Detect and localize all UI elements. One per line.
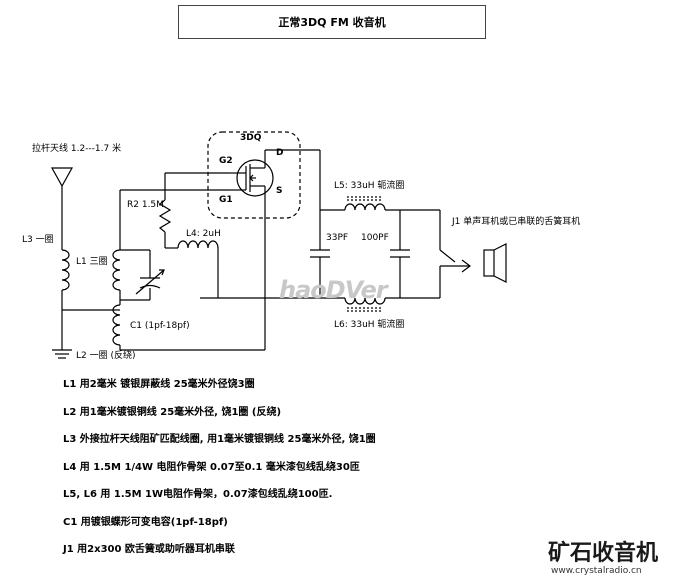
capacitor-100pf bbox=[390, 210, 410, 298]
j1-label: J1 单声耳机或已串联的舌簧耳机 bbox=[451, 215, 580, 227]
note-l5-l6: L5, L6 用 1.5M 1W电阻作骨架，0.07漆包线乱绕100匝. bbox=[63, 489, 333, 500]
l3-label: L3 一圈 bbox=[22, 234, 54, 245]
note-j1: J1 用2x300 欧舌簧或助听器耳机串联 bbox=[63, 544, 235, 555]
component-notes: L1 用2毫米 镀银屏蔽线 25毫米外径饶3圈 L2 用1毫米镀银铜线 25毫米… bbox=[63, 378, 376, 571]
c1-variable-capacitor bbox=[120, 249, 165, 301]
drain-label: D bbox=[276, 148, 283, 158]
site-brand: 矿石收音机 bbox=[548, 541, 659, 566]
c1-label: C1 (1pf-18pf) bbox=[130, 321, 190, 331]
l5-label: L5: 33uH 轭流圈 bbox=[334, 179, 404, 191]
l3-coil bbox=[52, 249, 72, 359]
r2-label: R2 1.5M bbox=[127, 200, 164, 210]
g1-label: G1 bbox=[219, 195, 233, 205]
note-l1: L1 用2毫米 镀银屏蔽线 25毫米外径饶3圈 bbox=[63, 379, 255, 390]
antenna-symbol bbox=[50, 167, 74, 250]
l5-choke bbox=[344, 196, 440, 211]
note-c1: C1 用镀银蝶形可变电容(1pf-18pf) bbox=[63, 516, 228, 528]
l1-label: L1 三圈 bbox=[76, 256, 108, 267]
l4-coil bbox=[165, 240, 320, 299]
c100-label: 100PF bbox=[361, 233, 389, 243]
diagram-title: 正常3DQ FM 收音机 bbox=[178, 5, 486, 39]
l4-label: L4: 2uH bbox=[186, 229, 221, 239]
l2-coil bbox=[112, 304, 121, 350]
l6-label: L6: 33uH 轭流圈 bbox=[334, 318, 404, 330]
antenna-label: 拉杆天线 1.2---1.7 米 bbox=[32, 142, 121, 154]
note-l3: L3 外接拉杆天线阻矿匹配线圈, 用1毫米镀银铜线 25毫米外径, 饶1圈 bbox=[63, 434, 376, 445]
c33-label: 33PF bbox=[326, 233, 348, 243]
watermark-logo: haoDVer bbox=[279, 276, 388, 304]
fet-dashed-box bbox=[207, 131, 301, 219]
source-label: S bbox=[276, 186, 282, 196]
fet-3dq bbox=[230, 150, 274, 210]
capacitor-33pf bbox=[310, 210, 330, 298]
fet-label: 3DQ bbox=[240, 133, 262, 143]
note-l2: L2 用1毫米镀银铜线 25毫米外径, 饶1圈 (反绕) bbox=[63, 406, 282, 418]
note-l4: L4 用 1.5M 1/4W 电阻作骨架 0.07至0.1 毫米漆包线乱绕30匝 bbox=[63, 461, 360, 473]
diagram-title-text: 正常3DQ FM 收音机 bbox=[278, 16, 386, 29]
j1-earphone-jack bbox=[439, 210, 507, 298]
l6-choke bbox=[344, 297, 440, 312]
l2-label: L2 一圈 (反绕) bbox=[76, 349, 136, 361]
site-url: www.crystalradio.cn bbox=[551, 566, 642, 576]
g2-label: G2 bbox=[219, 156, 233, 166]
l1-coil bbox=[112, 249, 121, 291]
r2-resistor bbox=[158, 199, 172, 248]
